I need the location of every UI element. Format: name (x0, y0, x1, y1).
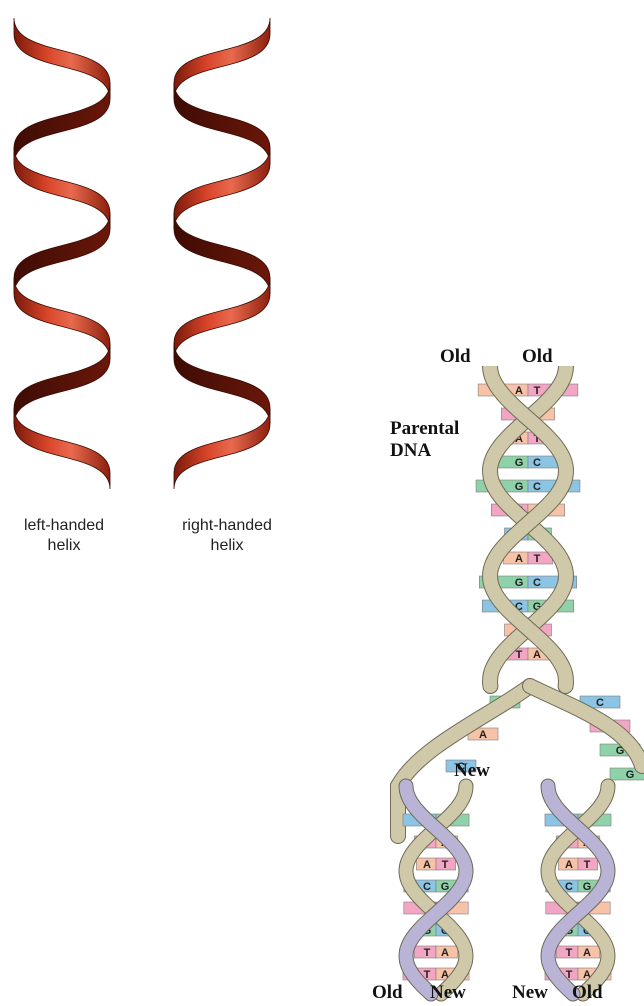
parental-pair-letter-left: A (515, 385, 523, 397)
ribbon-back-segment (14, 213, 110, 294)
parental-label-line1: Parental (390, 418, 459, 440)
right-handed-helix-label: right-handed helix (162, 516, 292, 556)
parental-pair-letter-left: G (515, 577, 524, 589)
left-daughter-pair-letter-right: G (441, 881, 450, 893)
parental-pair-letter-left: A (515, 553, 523, 565)
left-daughter-pair-letter-left: T (424, 947, 431, 959)
left-daughter-pair-letter-left: C (423, 881, 431, 893)
parental-label-line2: DNA (390, 440, 459, 462)
ribbon-front-segment (14, 408, 110, 489)
left-label-line1: left-handed (4, 516, 124, 536)
left-daughter-pair-letter-right: A (441, 947, 449, 959)
left-daughter-pair-letter-right: T (442, 859, 449, 871)
ribbon-back-segment (14, 83, 110, 164)
right-label-line2: helix (162, 536, 292, 556)
parental-pair-letter-left: G (515, 481, 524, 493)
ribbon-front-segment (174, 408, 270, 489)
right-daughter-pair-letter-left: C (565, 881, 573, 893)
new-strand-label: New (454, 760, 490, 782)
parental-pair-letter-right: T (534, 553, 541, 565)
bottom-label-old-left: Old (372, 982, 403, 1004)
fork-left-letter: A (479, 729, 487, 741)
right-daughter-pair-letter-right: T (584, 859, 591, 871)
left-daughter-pair-letter-left: A (423, 859, 431, 871)
left-handed-helix (14, 18, 110, 489)
parental-dna-label: Parental DNA (390, 418, 459, 462)
parental-pair-letter-right: T (534, 385, 541, 397)
helix-illustrations (0, 0, 320, 520)
parental-pair-letter-right: C (533, 481, 541, 493)
bottom-label-old-right: Old (572, 982, 603, 1004)
ribbon-front-segment (14, 278, 110, 359)
ribbon-back-segment (174, 213, 270, 294)
right-label-line1: right-handed (162, 516, 292, 536)
right-daughter-pair-letter-left: A (565, 859, 573, 871)
parental-pair-letter-left: T (516, 649, 523, 661)
parental-pair-letter-right: C (533, 577, 541, 589)
fork-right-letter: G (626, 769, 635, 781)
fork-right-letter: C (596, 697, 604, 709)
right-daughter-pair-letter-right: A (583, 947, 591, 959)
bottom-label-new-right: New (512, 982, 548, 1004)
ribbon-front-segment (14, 148, 110, 229)
ribbon-front-segment (174, 18, 270, 99)
right-daughter-pair-letter-right: G (583, 881, 592, 893)
ribbon-back-segment (174, 83, 270, 164)
ribbon-front-segment (14, 18, 110, 99)
left-handed-helix-label: left-handed helix (4, 516, 124, 556)
ribbon-back-segment (174, 343, 270, 424)
ribbon-front-segment (174, 148, 270, 229)
right-daughter-pair-letter-left: T (566, 947, 573, 959)
top-left-old-label: Old (440, 346, 471, 368)
left-label-line2: helix (4, 536, 124, 556)
ribbon-front-segment (174, 278, 270, 359)
top-right-old-label: Old (522, 346, 553, 368)
right-handed-helix (174, 18, 270, 489)
parental-pair-letter-right: A (533, 649, 541, 661)
parental-pair-letter-right: C (533, 457, 541, 469)
ribbon-back-segment (14, 343, 110, 424)
bottom-label-new-left: New (430, 982, 466, 1004)
parental-pair-letter-left: G (515, 457, 524, 469)
